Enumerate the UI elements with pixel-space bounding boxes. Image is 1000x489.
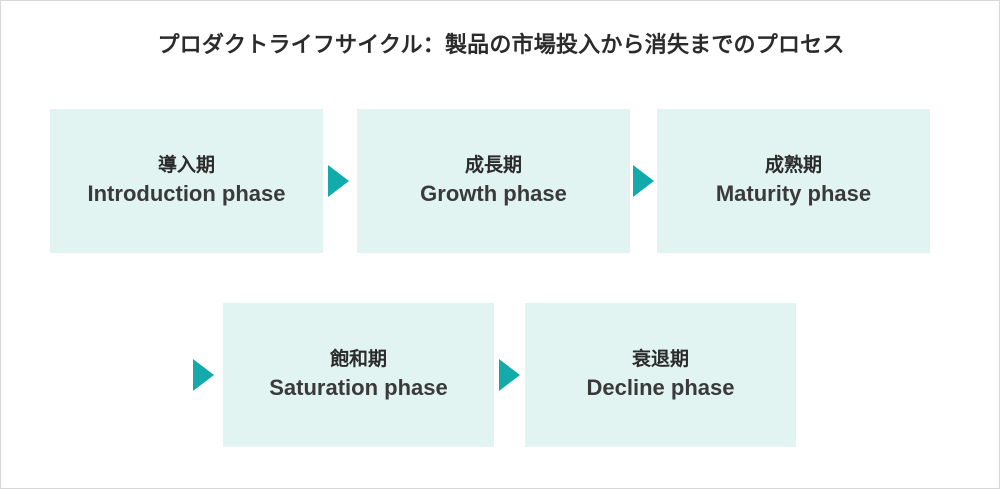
phase-label-en-saturation: Saturation phase — [269, 374, 448, 400]
phase-box-growth[interactable]: 成長期 Growth phase — [357, 109, 630, 253]
arrow-maturity-to-saturation-icon — [193, 359, 214, 391]
arrow-introduction-to-growth-icon — [328, 165, 349, 197]
arrow-saturation-to-decline-icon — [499, 359, 520, 391]
phase-label-jp-maturity: 成熟期 — [764, 155, 822, 177]
phase-label-jp-decline: 衰退期 — [631, 349, 689, 371]
phase-box-introduction[interactable]: 導入期 Introduction phase — [50, 109, 323, 253]
phase-label-en-growth: Growth phase — [420, 180, 567, 206]
phase-label-jp-saturation: 飽和期 — [329, 349, 387, 371]
phase-box-saturation[interactable]: 飽和期 Saturation phase — [223, 303, 494, 447]
phase-label-en-maturity: Maturity phase — [715, 180, 872, 206]
phase-box-maturity[interactable]: 成熟期 Maturity phase — [657, 109, 930, 253]
phase-label-en-introduction: Introduction phase — [87, 180, 286, 206]
phase-label-jp-growth: 成長期 — [464, 155, 522, 177]
phase-box-decline[interactable]: 衰退期 Decline phase — [525, 303, 796, 447]
phase-label-en-decline: Decline phase — [586, 374, 735, 400]
arrow-growth-to-maturity-icon — [633, 165, 654, 197]
phase-label-jp-introduction: 導入期 — [157, 155, 215, 177]
page-title: プロダクトライフサイクル：製品の市場投入から消失までのプロセス — [157, 32, 845, 57]
